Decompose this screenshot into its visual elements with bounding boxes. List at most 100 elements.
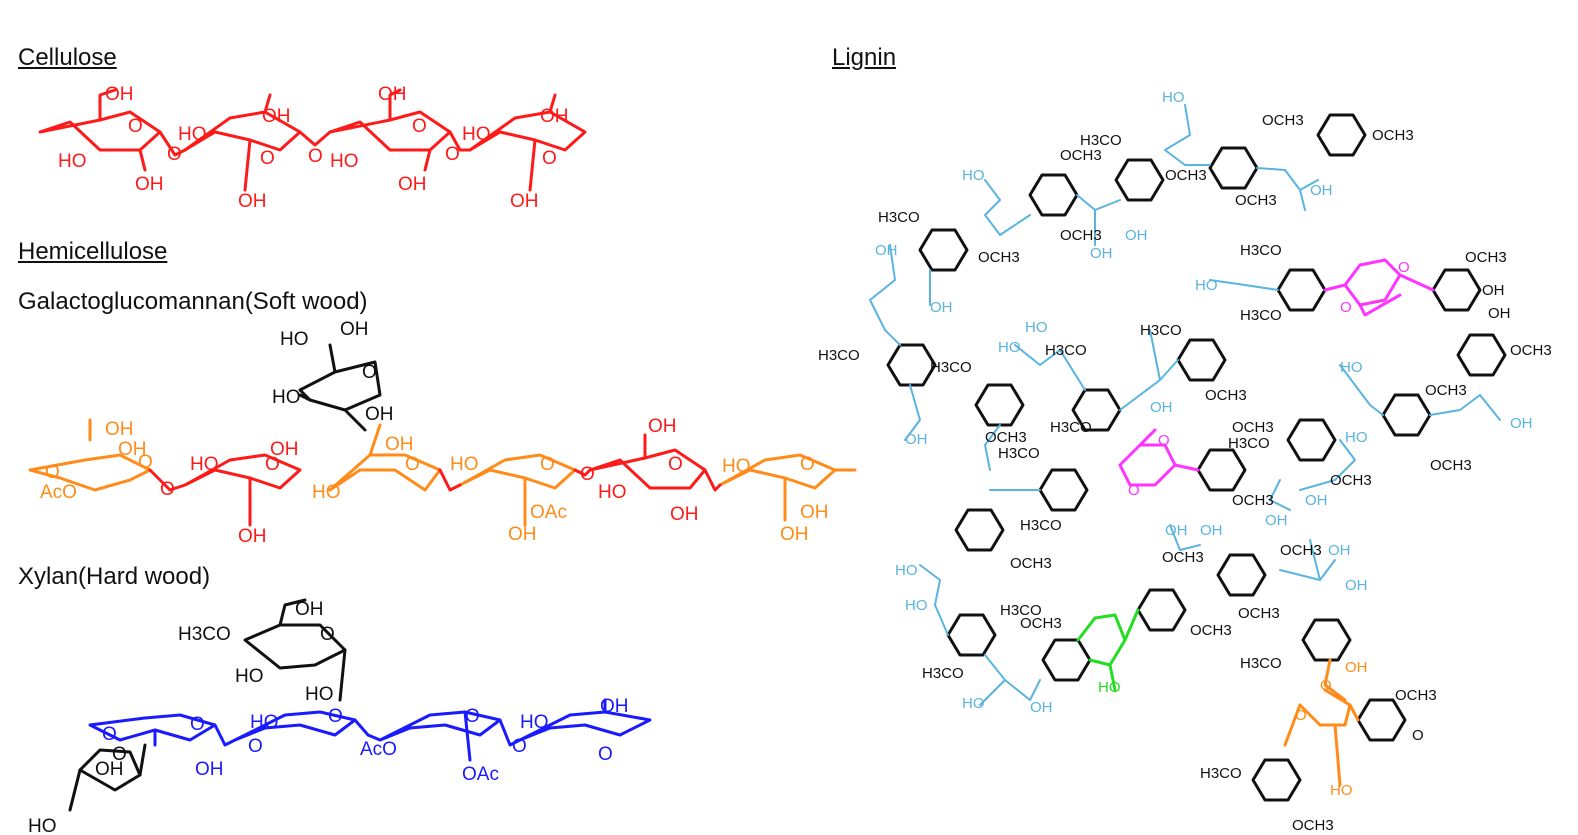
lignin-ring bbox=[1381, 393, 1432, 437]
lignin-och3-label: OCH3 bbox=[1425, 382, 1467, 399]
lignin-ho-label: HO bbox=[962, 167, 985, 184]
lignin-ring bbox=[1301, 618, 1352, 662]
lignin-oh-label: OH bbox=[1165, 522, 1188, 539]
lignin-och3-label: OCH3 bbox=[1280, 542, 1322, 559]
man-o-label: O bbox=[540, 454, 555, 475]
lignin-heading: Lignin bbox=[832, 44, 897, 71]
lignin-ring bbox=[918, 228, 969, 272]
lignin-ring bbox=[1176, 338, 1227, 382]
lignin-och3-label: OCH3 bbox=[1205, 387, 1247, 404]
lignin-ring bbox=[974, 383, 1025, 427]
xyl-o-label: O bbox=[465, 706, 480, 727]
xyl-ho-label: HO bbox=[520, 712, 549, 733]
man-o-label: O bbox=[800, 454, 815, 475]
lignin-och3-label: OCH3 bbox=[1510, 342, 1552, 359]
cellulose-oh-label: OH bbox=[398, 174, 427, 195]
cellulose-heading: Cellulose bbox=[18, 44, 117, 71]
lignin-oh-label: OH bbox=[1345, 659, 1368, 676]
cellulose-o-label: O bbox=[167, 144, 182, 165]
gal-o-label: O bbox=[45, 462, 60, 483]
xyl-o-label: O bbox=[248, 736, 263, 757]
lignin-o-label: O bbox=[1320, 677, 1332, 694]
lignin-oh-label: OH bbox=[1328, 542, 1351, 559]
lignin-ho-label: HO bbox=[905, 597, 928, 614]
xyl-o-label: O bbox=[190, 714, 205, 735]
cellulose-oh-label: OH bbox=[262, 106, 291, 127]
xylan-h3co-label: H3CO bbox=[178, 624, 231, 645]
lignin-ho-label: HO bbox=[1195, 277, 1218, 294]
xyl-oh-label: OH bbox=[195, 759, 224, 780]
lignin-o-label: O bbox=[1128, 482, 1140, 499]
lignin-och3-label: OCH3 bbox=[1262, 112, 1304, 129]
lignin-h3co-label: H3CO bbox=[1000, 602, 1042, 619]
lignin-och3-label: OCH3 bbox=[1060, 147, 1102, 164]
lignin-och3-label: OCH3 bbox=[1060, 227, 1102, 244]
lignin-oh-label: OH bbox=[1510, 415, 1533, 432]
cellulose-link-1 bbox=[158, 130, 187, 157]
lignin-och3-label: OCH3 bbox=[1235, 192, 1277, 209]
lignin-h3co-label: H3CO bbox=[818, 347, 860, 364]
gal-aco-label: AcO bbox=[40, 482, 77, 503]
lignin-ring bbox=[1041, 638, 1092, 682]
lignin-o-label: O bbox=[1340, 299, 1352, 316]
lignin-och3-label: OCH3 bbox=[1010, 555, 1052, 572]
cellulose-o-label: O bbox=[542, 148, 557, 169]
lignin-ring bbox=[1216, 553, 1267, 597]
cellulose-ring-4 bbox=[468, 110, 587, 152]
lignin-oh-label: OH bbox=[1150, 399, 1173, 416]
cellulose-ho-label: HO bbox=[462, 124, 491, 145]
glc-o-label: O bbox=[265, 454, 280, 475]
cellulose-ring-2 bbox=[183, 110, 302, 152]
glc-oh-label: OH bbox=[670, 504, 699, 525]
lignin-och3-label: OCH3 bbox=[1238, 605, 1280, 622]
lignin-oh-label: OH bbox=[1200, 522, 1223, 539]
galactoglucomannan-heading: Galactoglucomannan(Soft wood) bbox=[18, 288, 368, 315]
lignin-ring bbox=[1356, 698, 1407, 742]
glc-ho-label: HO bbox=[598, 482, 627, 503]
gal-oh-label: OH bbox=[105, 419, 134, 440]
lignin-och3-label: OCH3 bbox=[1330, 472, 1372, 489]
arabinose-ring bbox=[78, 748, 142, 792]
glc-oh-label: OH bbox=[648, 416, 677, 437]
cellulose-ho-label: HO bbox=[330, 151, 359, 172]
lignin-ring bbox=[1136, 588, 1187, 632]
xyl-o-label: O bbox=[598, 744, 613, 765]
man-ho-label: HO bbox=[450, 454, 479, 475]
lignin-o-label: O bbox=[1158, 432, 1170, 449]
lignin-och3-label: OCH3 bbox=[1430, 457, 1472, 474]
lignin-ring bbox=[886, 343, 937, 387]
lignin-ho-label: HO bbox=[895, 562, 918, 579]
xylan-heading: Xylan(Hard wood) bbox=[18, 563, 211, 590]
cellulose-oh-label: OH bbox=[510, 191, 539, 212]
cellulose-o-label: O bbox=[260, 148, 275, 169]
lignin-ho-label: HO bbox=[1330, 782, 1353, 799]
lignin-oh-label: OH bbox=[1030, 699, 1053, 716]
cellulose-link-3 bbox=[448, 130, 472, 152]
lignin-ring bbox=[1071, 388, 1122, 432]
lignin-h3co-label: H3CO bbox=[930, 359, 972, 376]
xylan-oh-label: OH bbox=[295, 599, 324, 620]
xyl-oh-label: OH bbox=[600, 696, 629, 717]
cellulose-oh-label: OH bbox=[105, 84, 134, 105]
lignin-ring bbox=[1028, 173, 1079, 217]
cellulose-o-label: O bbox=[445, 144, 460, 165]
lignin-och3-label: OCH3 bbox=[1292, 817, 1334, 834]
man-oac-label: OAc bbox=[530, 502, 567, 523]
lignin-oh-label: OH bbox=[1090, 245, 1113, 262]
galactose-ho-label: HO bbox=[272, 387, 301, 408]
cellulose-o-label: O bbox=[412, 116, 427, 137]
glc-o-label: O bbox=[668, 454, 683, 475]
lignin-ring bbox=[1114, 158, 1165, 202]
lignin-och3-label: OCH3 bbox=[1372, 127, 1414, 144]
lignin-ho-label: HO bbox=[1340, 359, 1363, 376]
gal-oh-label: OH bbox=[118, 439, 147, 460]
glc-ho-label: HO bbox=[190, 454, 219, 475]
lignin-oh-label: OH bbox=[1265, 512, 1288, 529]
lignin-ring bbox=[1208, 146, 1259, 190]
lignin-ho-label: HO bbox=[1345, 429, 1368, 446]
xylan-oh-label: OH bbox=[95, 759, 124, 780]
lignin-h3co-label: H3CO bbox=[1045, 342, 1087, 359]
lignin-och3-label: OCH3 bbox=[978, 249, 1020, 266]
